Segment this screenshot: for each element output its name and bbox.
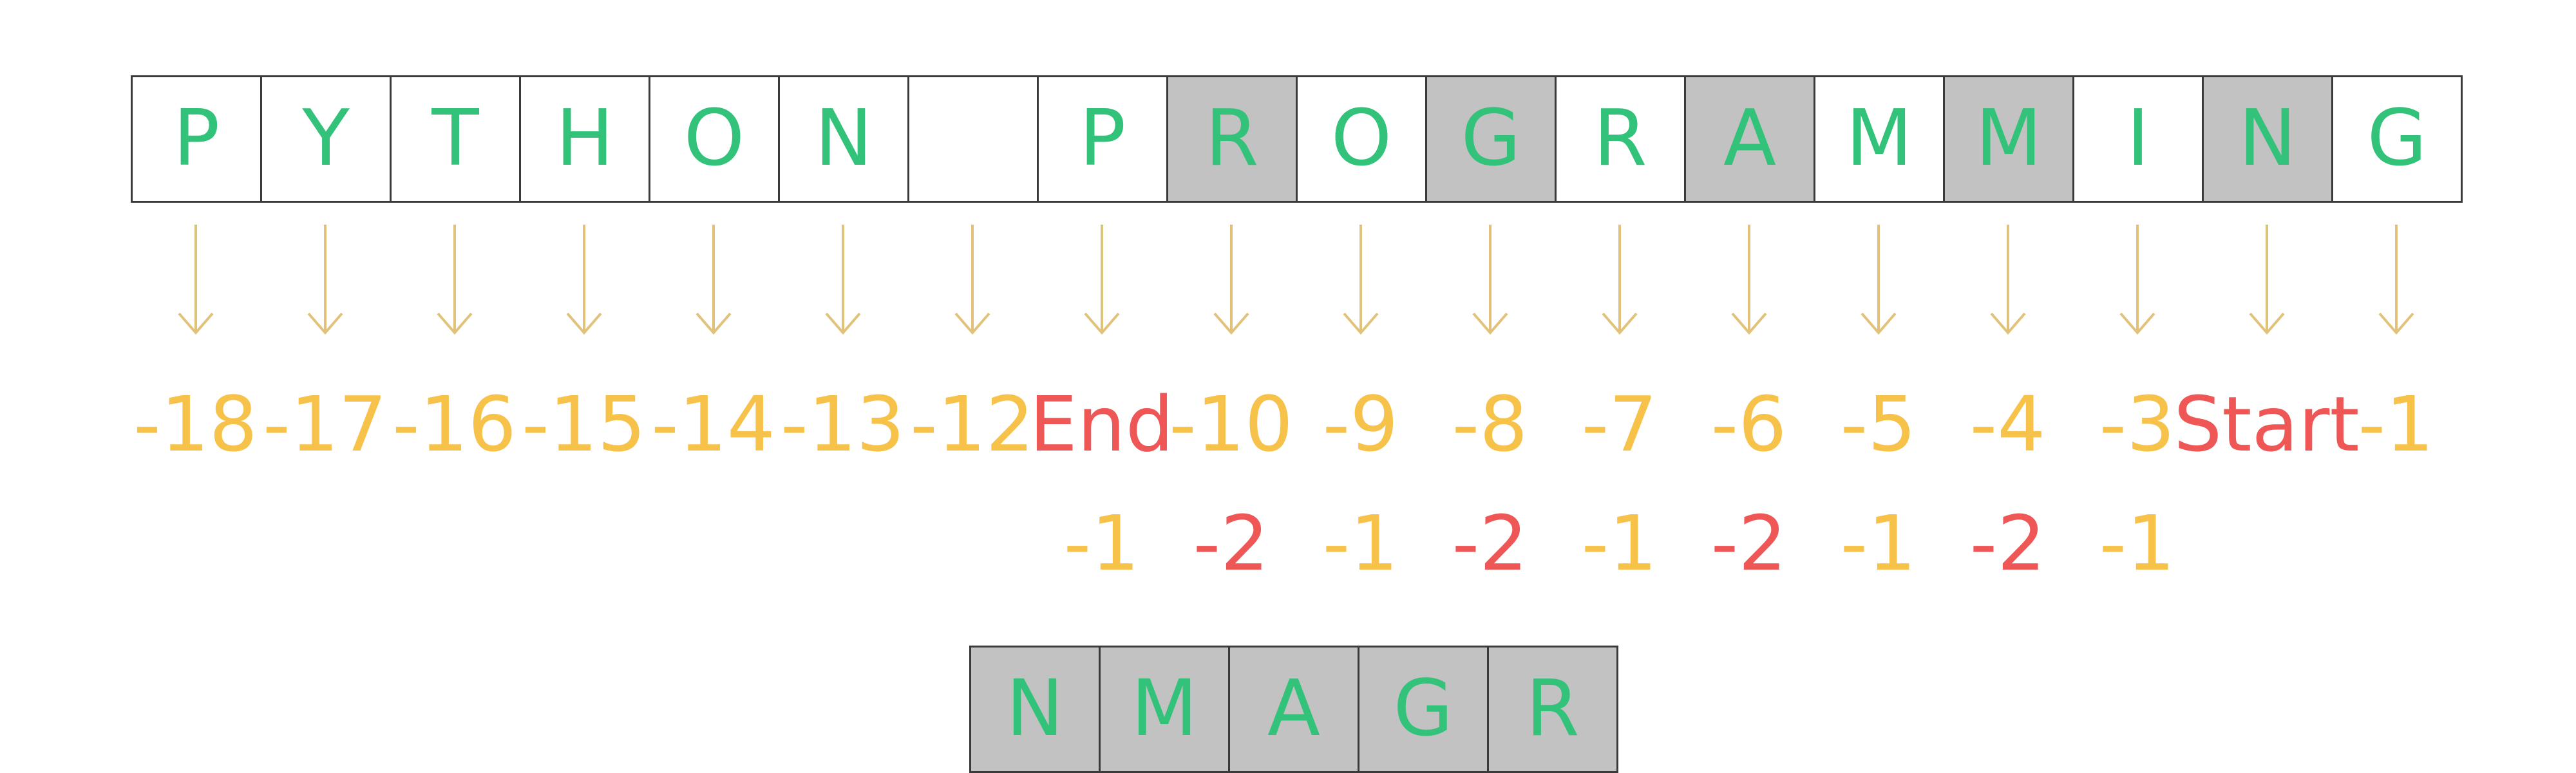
down-arrow-icon [2378,225,2414,335]
result-cell: A [1228,646,1359,773]
negative-index-label: -3 [2099,380,2175,469]
down-arrow-icon [1730,225,1767,335]
down-arrow-icon [2119,225,2155,335]
step-offset-label: -1 [1581,499,1658,588]
negative-index-label: -16 [392,380,516,469]
result-cell-char: G [1393,664,1454,754]
step-offset-label: -2 [1452,499,1528,588]
source-cell: N [778,75,909,203]
source-cell-char: H [555,94,614,183]
source-cell-char: T [431,94,479,183]
result-cell-char: R [1526,664,1580,754]
result-cell: M [1099,646,1230,773]
source-cell: G [1425,75,1557,203]
source-cell-char: N [2239,94,2297,183]
source-cell: M [1814,75,1945,203]
down-arrow-icon [1989,225,2026,335]
down-arrow-icon [1472,225,1508,335]
source-cell-char: M [1975,94,2042,183]
negative-index-label: -7 [1581,380,1658,469]
source-cell-char: R [1593,94,1647,183]
negative-index-label: -18 [133,380,258,469]
source-cell-char: R [1205,94,1259,183]
source-cell-char: N [815,94,873,183]
result-cell-char: N [1006,664,1064,754]
negative-index-label: -15 [522,380,646,469]
source-cell-char: G [2367,94,2427,183]
step-offset-label: -1 [2099,499,2175,588]
down-arrow-icon [177,225,214,335]
result-cell: N [969,646,1101,773]
negative-index-label: -12 [910,380,1034,469]
source-cell: P [1037,75,1168,203]
negative-index-label: -13 [781,380,905,469]
down-arrow-icon [954,225,990,335]
source-cell: O [649,75,780,203]
source-cell: N [2202,75,2333,203]
result-cell-char: M [1131,664,1198,754]
down-arrow-icon [1601,225,1638,335]
step-offset-label: -1 [1063,499,1140,588]
negative-index-label: -17 [263,380,387,469]
down-arrow-icon [695,225,732,335]
down-arrow-icon [1860,225,1897,335]
source-cell-char: P [1079,94,1126,183]
down-arrow-icon [307,225,343,335]
negative-index-label: -1 [2358,380,2434,469]
negative-index-label: -8 [1452,380,1528,469]
down-arrow-icon [565,225,602,335]
negative-index-label: -14 [651,380,775,469]
negative-index-label: -9 [1322,380,1399,469]
source-cell: T [390,75,521,203]
source-cell-char: A [1723,94,1777,183]
source-cell: I [2072,75,2204,203]
source-cell: M [1943,75,2074,203]
down-arrow-icon [1213,225,1249,335]
down-arrow-icon [1342,225,1379,335]
result-cell-char: A [1267,664,1321,754]
source-cell-char: P [173,94,220,183]
source-cell-char: O [1331,94,1392,183]
down-arrow-icon [436,225,473,335]
source-cell: Y [260,75,392,203]
source-cell: O [1296,75,1427,203]
step-offset-label: -1 [1840,499,1917,588]
source-cell: G [2331,75,2463,203]
step-offset-label: -1 [1322,499,1399,588]
step-offset-label: -2 [1193,499,1269,588]
source-cell: R [1555,75,1686,203]
source-cell: A [1684,75,1815,203]
negative-index-label: -6 [1710,380,1787,469]
down-arrow-icon [824,225,861,335]
step-offset-label: -2 [1710,499,1787,588]
down-arrow-icon [2248,225,2285,335]
source-cell: P [131,75,262,203]
slice-bound-label: End [1029,380,1174,469]
negative-index-label: -4 [1969,380,2046,469]
source-cell-char: M [1846,94,1913,183]
source-cell-char: O [683,94,745,183]
slice-bound-label: Start [2174,380,2360,469]
result-cell: G [1358,646,1489,773]
negative-index-label: -5 [1840,380,1917,469]
source-cell-char: I [2126,94,2150,183]
source-cell-char: G [1461,94,1521,183]
source-cell: H [519,75,650,203]
source-cell-char: Y [302,94,350,183]
negative-index-label: -10 [1169,380,1293,469]
source-cell [907,75,1039,203]
result-cell: R [1487,646,1618,773]
source-cell: R [1166,75,1298,203]
step-offset-label: -2 [1969,499,2046,588]
down-arrow-icon [1083,225,1120,335]
